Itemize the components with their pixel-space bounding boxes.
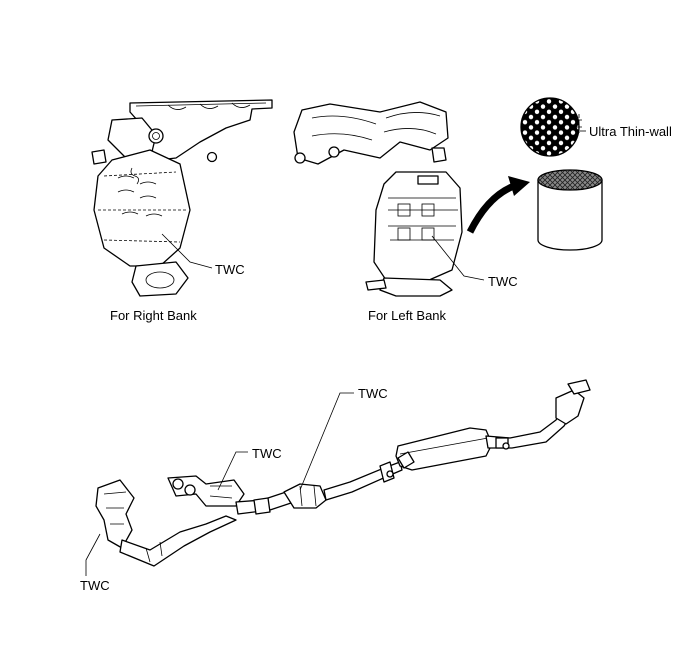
exhaust-system-drawing [95,379,591,567]
for-left-bank-caption: For Left Bank [368,308,447,323]
twc-right-bank-label: TWC [215,262,245,277]
ultra-thin-wall-label: Ultra Thin-wall [589,124,672,139]
twc-left-bank-label: TWC [488,274,518,289]
left-bank-manifold-drawing [293,101,463,297]
leader-lines [85,130,586,576]
honeycomb-detail-drawing [466,97,603,251]
twc-system-top-label: TWC [358,386,388,401]
right-bank-manifold-drawing [91,99,273,297]
for-right-bank-caption: For Right Bank [110,308,197,323]
twc-system-left-label: TWC [80,578,110,593]
twc-system-mid-label: TWC [252,446,282,461]
